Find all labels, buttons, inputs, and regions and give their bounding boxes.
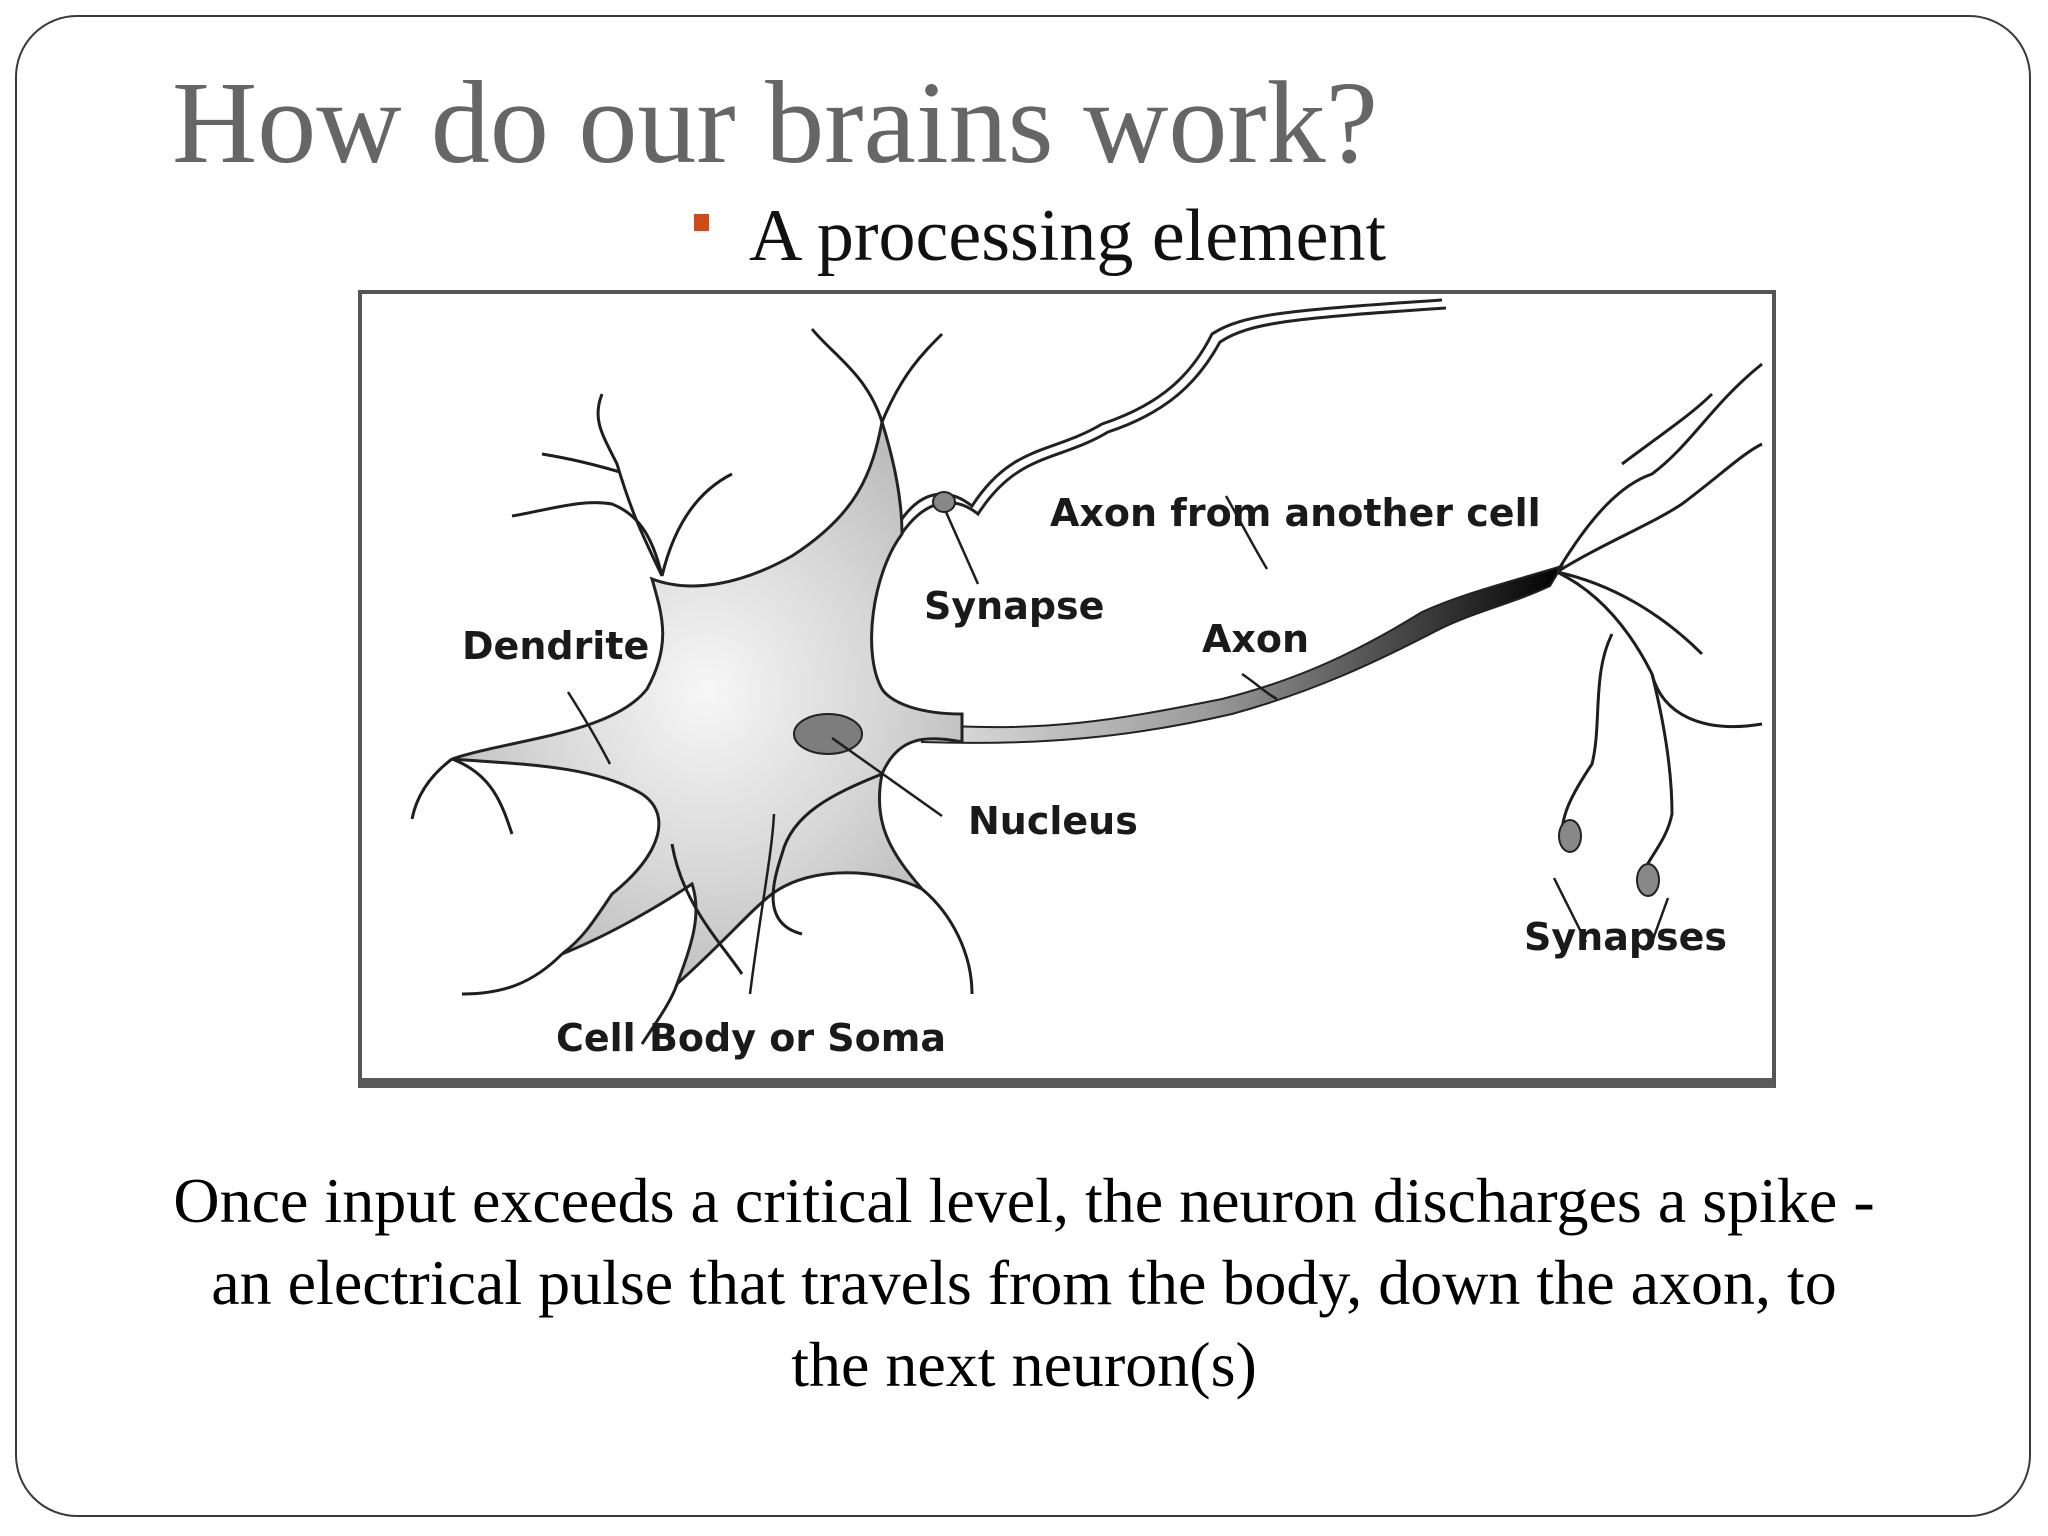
label-synapses: Synapses	[1524, 915, 1727, 959]
axon-from-another-cell	[894, 298, 1447, 537]
bullet-marker-icon	[694, 214, 709, 231]
dendrites	[410, 328, 974, 1045]
label-axon: Axon	[1202, 617, 1309, 661]
neuron-illustration: Axon from another cell Synapse Dendrite …	[410, 298, 1763, 1060]
synapse-bulb-icon	[932, 491, 956, 513]
nucleus-shape	[793, 713, 863, 755]
slide-frame	[15, 15, 2031, 1517]
label-dendrite: Dendrite	[462, 624, 649, 668]
bullet-item: A processing element	[694, 195, 1387, 277]
cell-body-shape	[451, 421, 964, 986]
caption-line: the next neuron(s)	[791, 1329, 1257, 1400]
label-nucleus: Nucleus	[968, 799, 1138, 843]
caption-line: Once input exceeds a critical level, the…	[173, 1165, 1875, 1236]
label-axon-from-another-cell: Axon from another cell	[1050, 491, 1541, 535]
caption-line: an electrical pulse that travels from th…	[211, 1247, 1837, 1318]
axon-shape	[921, 564, 1565, 744]
axon-terminals	[1555, 362, 1763, 875]
synapse-terminal-icon	[1558, 819, 1582, 853]
label-cell-body: Cell Body or Soma	[556, 1016, 946, 1060]
synapse-terminal-icon	[1636, 863, 1660, 897]
label-leader-lines	[566, 495, 1670, 995]
slide-caption: Once input exceeds a critical level, the…	[60, 1160, 1988, 1406]
neuron-diagram: Axon from another cell Synapse Dendrite …	[358, 290, 1776, 1088]
slide-title: How do our brains work?	[172, 57, 1378, 188]
label-synapse: Synapse	[924, 584, 1104, 628]
bullet-text: A processing element	[749, 195, 1387, 277]
